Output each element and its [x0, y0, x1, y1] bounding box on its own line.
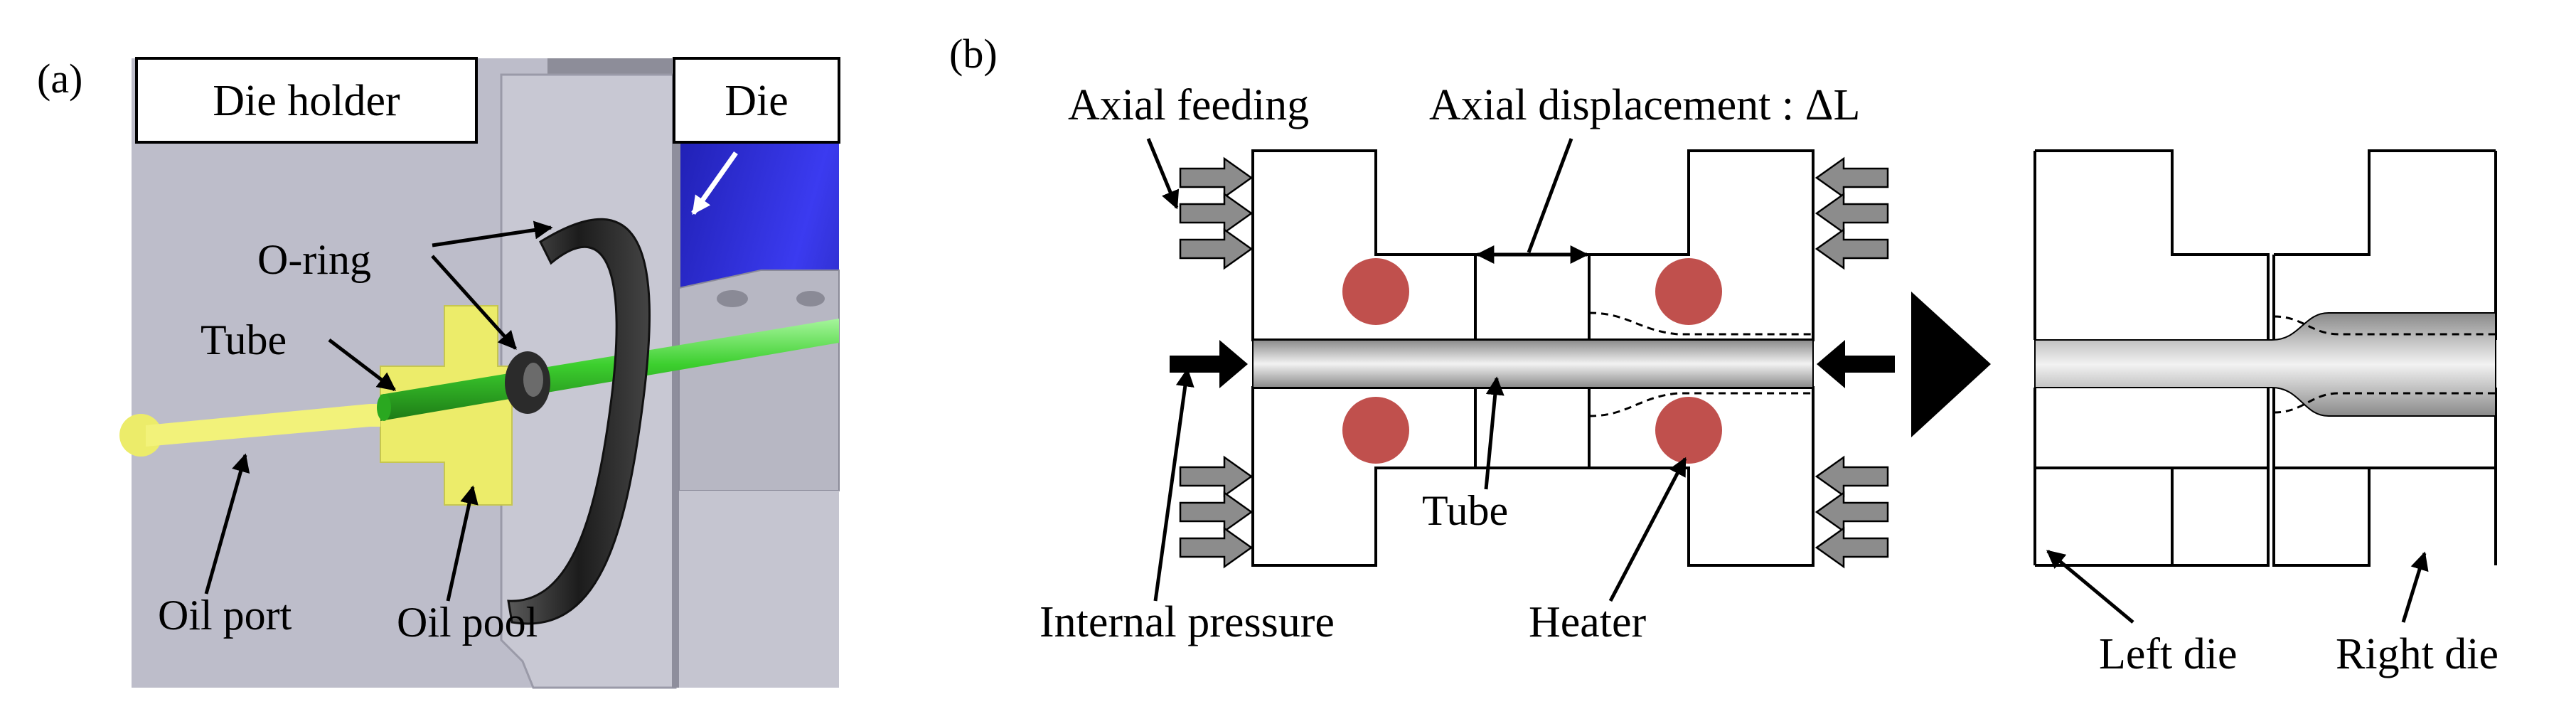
oil-pool-label: Oil pool: [397, 599, 538, 646]
tube-after-dashed-top: [2273, 315, 2496, 336]
internal-pressure-arrow: [1153, 368, 1195, 602]
feed-arrow: [1179, 156, 1254, 199]
tube-after: [2034, 312, 2496, 417]
heater-right-bottom: [1655, 397, 1722, 464]
o-ring-arrow-large: [432, 220, 553, 247]
bulge-outline-top: [1588, 311, 1813, 336]
feed-arrow: [1815, 228, 1889, 270]
heater-left-top: [1342, 258, 1409, 325]
o-ring-large: [507, 218, 651, 625]
right-die-label: Right die: [2336, 630, 2498, 678]
heater-label: Heater: [1529, 598, 1647, 646]
panel-a: (a) Die holder Die: [37, 55, 840, 689]
pressure-arrow-right: [1817, 340, 1895, 388]
die-holder-label-box: [135, 57, 478, 144]
tube-after-dashed-bottom: [2273, 392, 2496, 414]
tube-label-a: Tube: [201, 316, 287, 363]
o-ring-arrow-small: [431, 255, 517, 350]
feed-arrows-right: [1815, 156, 1889, 569]
feed-arrow: [1179, 455, 1254, 498]
feed-arrow: [1179, 491, 1254, 533]
tube-green: [380, 319, 839, 421]
feed-arrow: [1179, 228, 1254, 270]
panel-b: (b): [949, 31, 2498, 678]
tube-green-end: [377, 394, 391, 421]
die-pointer-arrow: [691, 151, 738, 215]
panel-b-label: (b): [949, 31, 998, 77]
pressure-arrow-left: [1170, 340, 1248, 388]
feed-arrow: [1179, 526, 1254, 569]
die-right-lower: [679, 491, 839, 688]
bulge-outline-bottom: [1588, 392, 1813, 417]
left-die-arrow: [2046, 550, 2134, 624]
die-holder-label: Die holder: [213, 77, 400, 125]
o-ring-small-inner: [523, 363, 543, 397]
oil-port-channel: [146, 404, 380, 447]
axial-displacement-pointer: [1527, 138, 1573, 253]
feed-arrow: [1815, 455, 1889, 498]
die-label-box: [673, 57, 840, 144]
die-holder-plate-edge: [672, 75, 680, 688]
tube-before: [1252, 339, 1814, 388]
panel-a-label: (a): [37, 55, 82, 102]
feed-arrows-left: [1179, 156, 1254, 569]
axial-feeding-label: Axial feeding: [1068, 81, 1309, 129]
tube-arrow-b: [1484, 376, 1505, 490]
left-die-label: Left die: [2099, 630, 2238, 678]
axial-feeding-arrow: [1146, 138, 1180, 210]
feed-arrow: [1815, 156, 1889, 199]
die-bolt-hole: [796, 291, 825, 306]
tube-arrow-a: [328, 338, 397, 391]
right-die-arrow: [2401, 551, 2429, 623]
tube-label-b: Tube: [1422, 487, 1508, 534]
transition-triangle: [1911, 292, 1991, 437]
heater-arrow: [1608, 457, 1687, 602]
internal-pressure-label: Internal pressure: [1040, 598, 1335, 646]
axial-displacement-label: Axial displacement : ΔL: [1429, 81, 1860, 129]
oil-port-label: Oil port: [158, 592, 292, 639]
oil-port-arrow: [204, 453, 250, 595]
feed-arrow: [1815, 526, 1889, 569]
die-label: Die: [725, 77, 789, 125]
o-ring-label: O-ring: [257, 236, 371, 283]
feed-arrow: [1179, 192, 1254, 235]
die-bolt-hole: [717, 290, 748, 307]
oil-pool-arrow: [446, 485, 479, 602]
heater-left-bottom: [1342, 397, 1409, 464]
heater-right-top: [1655, 258, 1722, 325]
feed-arrow: [1815, 491, 1889, 533]
feed-arrow: [1815, 192, 1889, 235]
